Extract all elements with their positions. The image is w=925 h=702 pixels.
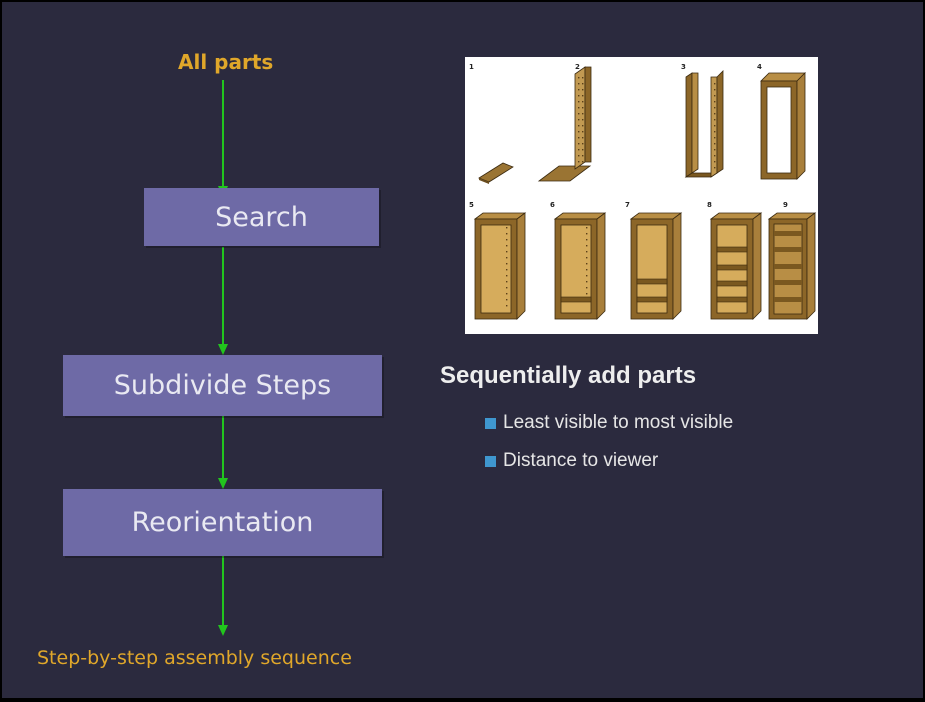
input-label: All parts <box>178 50 274 74</box>
bullet-square-icon <box>485 417 496 429</box>
panel-number-5: 5 <box>469 201 474 209</box>
panel-number-4: 4 <box>757 63 762 71</box>
panel-number-8: 8 <box>707 201 712 209</box>
bullet-text: Least visible to most visible <box>503 412 734 433</box>
step-4-frame <box>760 72 806 180</box>
arrow-subdivide-to-reorientation <box>218 416 228 489</box>
step-9-complete-bookshelf <box>767 212 817 320</box>
panel-number-6: 6 <box>550 201 555 209</box>
panel-number-7: 7 <box>625 201 630 209</box>
bullet-text: Distance to viewer <box>503 450 659 471</box>
step-box-reorientation: Reorientation <box>63 489 382 556</box>
arrow-reorientation-to-output <box>218 556 228 636</box>
section-heading: Sequentially add parts <box>440 362 697 389</box>
arrow-allparts-to-search <box>218 80 228 197</box>
step-7-two-shelves <box>629 212 683 320</box>
panel-number-3: 3 <box>681 63 686 71</box>
panel-number-2: 2 <box>575 63 580 71</box>
bullet-item: Least visible to most visible <box>485 412 733 434</box>
bullet-item: Distance to viewer <box>485 450 658 472</box>
step-6-one-shelf <box>553 212 607 320</box>
bookshelf-assembly-figure: 1 2 3 4 5 6 7 8 9 <box>465 57 818 334</box>
step-1-bottom-board <box>478 162 514 184</box>
step-box-subdivide-steps: Subdivide Steps <box>63 355 382 416</box>
panel-number-1: 1 <box>469 63 474 71</box>
step-2-side-panel <box>537 66 592 182</box>
output-label: Step-by-step assembly sequence <box>37 647 352 669</box>
step-box-search: Search <box>144 188 379 246</box>
panel-number-9: 9 <box>783 201 788 209</box>
bullet-square-icon <box>485 455 496 467</box>
step-3-u-shape <box>684 70 724 178</box>
step-8-four-shelves <box>709 212 763 320</box>
step-5-back-panel <box>473 212 527 320</box>
arrow-search-to-subdivide <box>218 247 228 355</box>
